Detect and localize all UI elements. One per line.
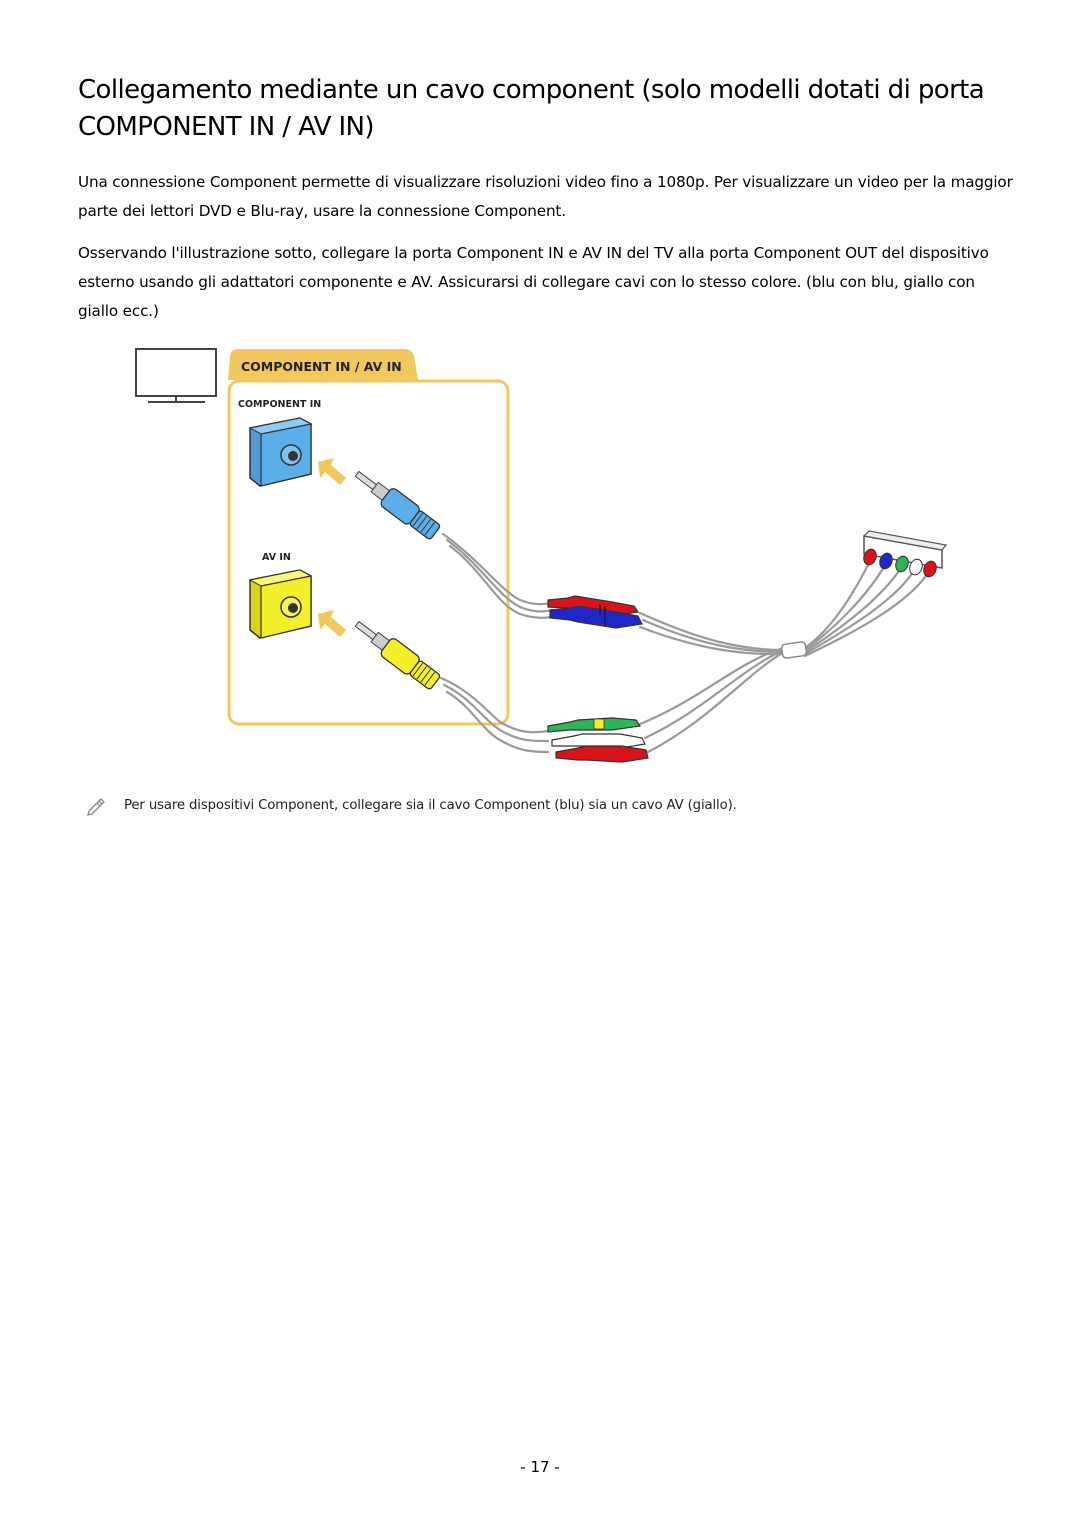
cable-bundle	[439, 532, 932, 754]
arrow-icon	[318, 458, 346, 485]
device-connector-block	[862, 530, 948, 578]
component-av-panel: COMPONENT IN / AV IN COMPONENT IN AV IN	[227, 349, 510, 726]
pencil-icon	[87, 798, 105, 816]
arrow-icon	[318, 610, 346, 637]
jack-plug-icon	[354, 470, 441, 540]
intro-paragraph: Una connessione Component permette di vi…	[78, 173, 1013, 220]
component-in-label: COMPONENT IN	[238, 399, 321, 410]
page-title: Collegamento mediante un cavo component …	[78, 75, 985, 142]
jack-plug-icon	[354, 620, 441, 690]
connection-diagram: COMPONENT IN / AV IN COMPONENT IN AV IN	[135, 348, 948, 763]
tv-icon	[135, 348, 217, 403]
rca-plug-icon	[547, 717, 649, 763]
note-text: Per usare dispositivi Component, collega…	[124, 798, 737, 813]
panel-tab-label: COMPONENT IN / AV IN	[241, 359, 402, 374]
av-in-label: AV IN	[262, 552, 291, 563]
instruction-paragraph: Osservando l'illustrazione sotto, colleg…	[78, 244, 989, 320]
rca-plug-icon	[547, 595, 643, 629]
cable-splitter	[780, 641, 808, 659]
page-number: - 17 -	[520, 1458, 560, 1476]
component-in-port	[248, 417, 313, 487]
av-in-port	[248, 569, 313, 639]
note: Per usare dispositivi Component, collega…	[86, 792, 986, 822]
